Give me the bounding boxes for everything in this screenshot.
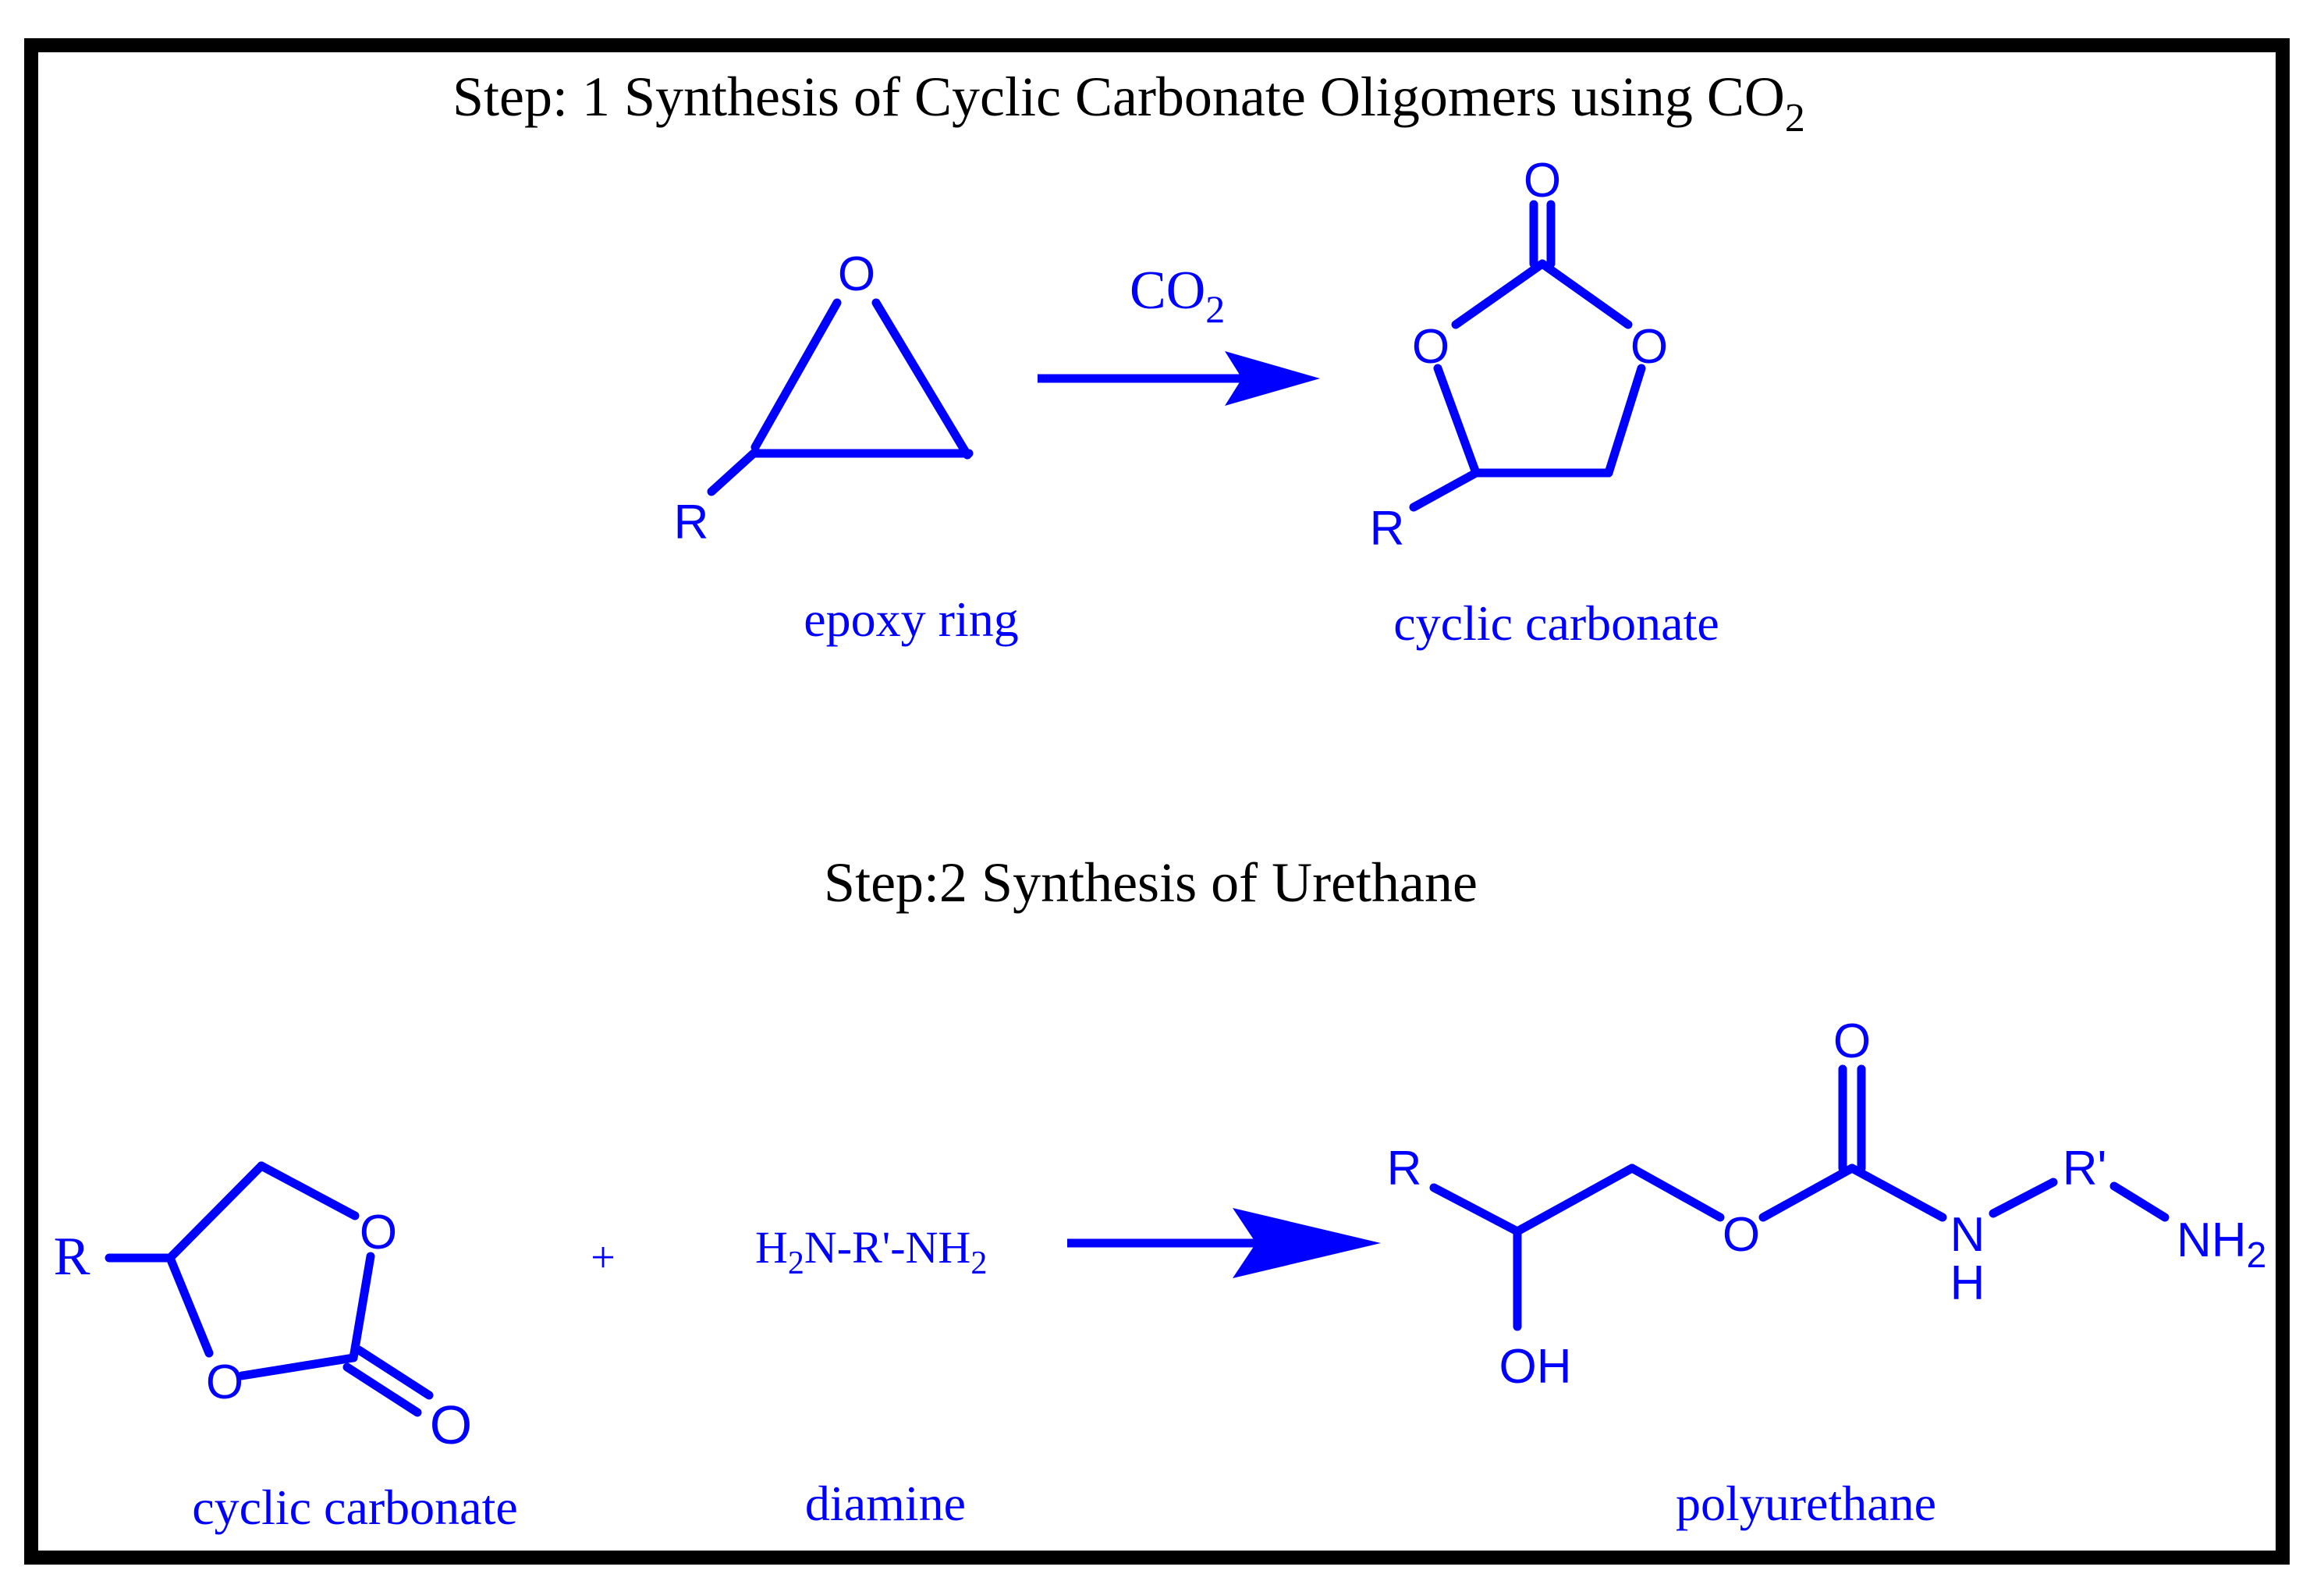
diamine-formula: H2N-R'-NH2: [755, 1222, 987, 1281]
ring-oxygen-left-1: O: [1412, 320, 1449, 374]
bond-c-n: [1847, 1163, 1947, 1222]
epoxide-bond-o-c1: [750, 298, 842, 452]
outer-frame: [24, 38, 2290, 1565]
bond-rp-nh2: [2109, 1181, 2170, 1222]
carbonyl-double-bond-2b: [354, 1345, 434, 1400]
polyurethane-structure: [1429, 1064, 2170, 1331]
epoxide-bond-c-r: [707, 449, 758, 496]
carbonate-r-group-1: R: [1370, 502, 1405, 556]
reaction-arrow-2: [1067, 1208, 1381, 1278]
ring-oxygen-right-1: O: [1630, 320, 1668, 374]
cyclic-carbonate-label-2: cyclic carbonate: [192, 1480, 518, 1535]
bond-ch-ch2: [1513, 1163, 1637, 1236]
epoxide-structure: [707, 298, 974, 496]
ring-bond-o-ch: [1433, 364, 1481, 478]
co2-reagent: CO2: [1130, 261, 1225, 331]
carbonyl-oxygen-2: O: [430, 1394, 472, 1455]
amide-nitrogen: N: [1950, 1208, 1985, 1262]
ring-oxygen-lower-2: O: [206, 1355, 243, 1409]
ring-bond-c-o-left: [1451, 259, 1547, 329]
polyurethane-r-group: R: [1387, 1142, 1422, 1195]
bond-n-rp: [1989, 1178, 2058, 1218]
carbonate-r-group-2: R: [54, 1227, 90, 1287]
bond-o-c: [1758, 1163, 1857, 1222]
ring-bond-ch2-o-2: [257, 1161, 360, 1220]
polyurethane-label: polyurethane: [1676, 1476, 1936, 1531]
ring-oxygen-upper-2: O: [360, 1206, 397, 1259]
hydroxyl-group: OH: [1499, 1340, 1572, 1394]
ring-bond-c-o-2: [237, 1353, 358, 1380]
cyclic-carbonate-label-1: cyclic carbonate: [1393, 595, 1719, 651]
ring-bond-ch-ch2-2: [165, 1161, 266, 1263]
reaction-arrow-1: [1038, 351, 1320, 406]
ester-oxygen: O: [1723, 1208, 1760, 1262]
ring-bond-ch-r: [1409, 468, 1481, 512]
epoxide-r-group: R: [674, 496, 709, 549]
step1-title: Step: 1 Synthesis of Cyclic Carbonate Ol…: [452, 66, 1805, 140]
carbonyl-oxygen-1: O: [1524, 154, 1561, 208]
carbonate-structure-1: [1409, 200, 1646, 512]
diamine-label: diamine: [805, 1476, 966, 1531]
plus-sign: +: [591, 1234, 616, 1282]
amide-hydrogen: H: [1950, 1256, 1985, 1310]
epoxy-ring-label: epoxy ring: [804, 592, 1019, 647]
epoxide-oxygen: O: [838, 247, 875, 301]
r-prime-group: R': [2063, 1142, 2107, 1195]
ring-bond-ch2-o: [1604, 364, 1646, 478]
ring-bond-o-c-2: [349, 1252, 375, 1362]
step2-title: Step:2 Synthesis of Urethane: [824, 851, 1478, 914]
ring-bond-c-o-right: [1538, 259, 1633, 329]
carbonate-structure-2: [105, 1161, 434, 1417]
ring-bond-o-ch-2: [165, 1253, 214, 1358]
terminal-amine: NH2: [2177, 1213, 2266, 1275]
bond-r-ch: [1429, 1183, 1522, 1236]
carbonyl-oxygen-p: O: [1833, 1014, 1871, 1068]
epoxide-bond-o-c2: [871, 298, 972, 460]
carbonyl-double-bond-2a: [342, 1362, 422, 1417]
bond-ch2-o: [1627, 1163, 1725, 1222]
